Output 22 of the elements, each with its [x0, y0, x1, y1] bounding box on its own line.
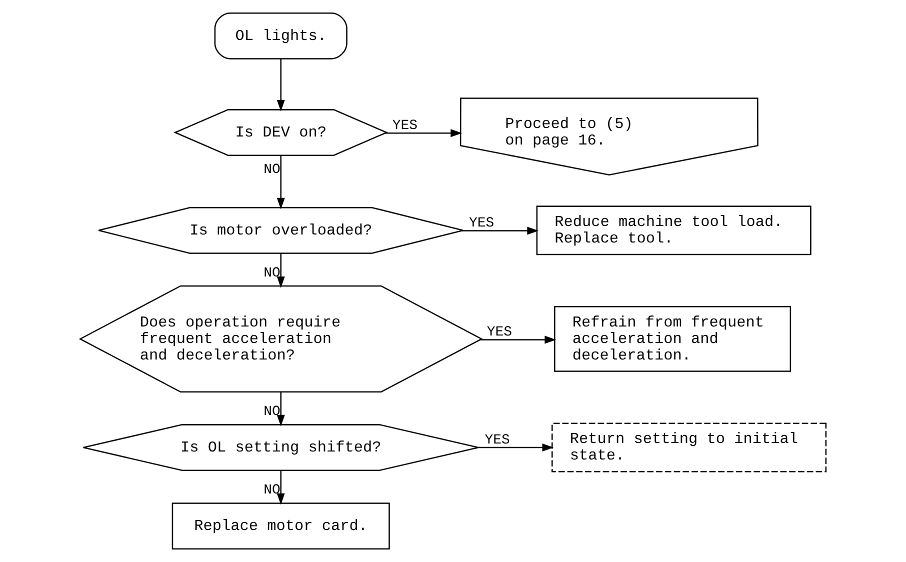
arrow: [276, 470, 285, 505]
edge-label: NO: [264, 482, 280, 498]
node-box: Replace motor card.: [172, 502, 390, 550]
edge-label: NO: [264, 404, 280, 420]
arrow: [480, 336, 556, 344]
arrow: [478, 444, 554, 452]
arrow: [462, 226, 539, 235]
node-box: Refrain from frequent acceleration and deceleration.: [554, 306, 792, 372]
arrow: [276, 253, 285, 288]
edge-label: YES: [486, 324, 512, 341]
arrow: [276, 58, 285, 112]
node-box: OL lights.: [214, 12, 348, 60]
arrow: [276, 392, 285, 426]
node-box: Return setting to initial state.: [552, 422, 827, 472]
node-box: Reduce machine tool load. Replace tool.: [536, 206, 812, 256]
edge-label: NO: [264, 265, 280, 282]
edge-label: NO: [264, 162, 280, 178]
edge-label: YES: [392, 118, 418, 134]
edge-label: YES: [468, 216, 494, 232]
arrow: [276, 156, 285, 210]
arrow: [385, 129, 462, 138]
edge-label: YES: [484, 432, 510, 448]
